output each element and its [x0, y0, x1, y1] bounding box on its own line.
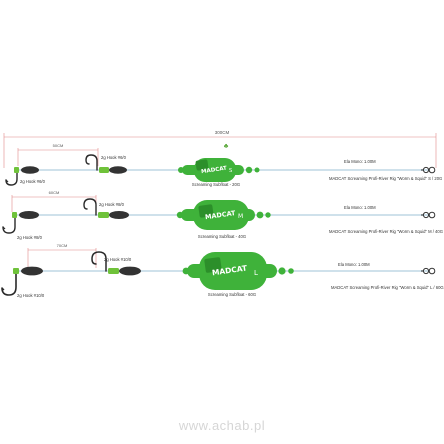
product-label: MADCAT Screaming Profi-River Rig "Worm &… — [331, 285, 444, 290]
hook-2-icon — [85, 154, 98, 171]
float-size-letter: M — [238, 213, 243, 220]
hook-1-label: 2g Hook #10/0 — [17, 293, 45, 298]
hook-gap-label: 70CM — [57, 243, 68, 248]
rig-l: 70CM 2g Hook #10/0 2g Hook #10/0 MADCAT … — [1, 243, 444, 298]
hook-2-icon — [91, 251, 107, 272]
sinker-icon — [109, 211, 129, 219]
float-label: Screaming Subfloat - 40G — [198, 234, 246, 239]
hook-2-label: 2g Hook #10/0 — [104, 257, 132, 262]
subfloat-l: MADCAT L — [182, 252, 294, 290]
mono-label: Ela Mono: 1.00M — [344, 159, 376, 164]
float-size-letter: S — [229, 168, 232, 174]
hook-1-label: 2g Hook #8/0 — [17, 235, 43, 240]
hook-2-icon — [83, 198, 97, 216]
bead-icon — [99, 167, 109, 173]
swivel-icon — [422, 211, 430, 219]
subfloat-s: MADCAT S — [178, 158, 260, 182]
sinker-icon — [19, 211, 39, 219]
hook-1-icon — [5, 169, 18, 186]
overall-length-dimension: 300CM — [3, 130, 437, 168]
sinker-icon — [21, 266, 43, 276]
hook-1-label: 2g Hook #6/0 — [20, 179, 46, 184]
float-label: Screaming Subfloat - 20G — [192, 182, 240, 187]
bead-icon — [12, 212, 17, 218]
brand-logo: MADCAT — [201, 166, 228, 176]
swivel-icon — [422, 267, 430, 275]
hook-2-label: 2g Hook #6/0 — [101, 155, 127, 160]
clover-icon: ♣ — [224, 143, 229, 150]
hook-2-label: 2g Hook #8/0 — [99, 202, 125, 207]
hook-1-icon — [1, 270, 17, 296]
watermark: www.achab.pl — [178, 418, 266, 433]
bead-icon — [13, 268, 19, 274]
hook-gap-label: 60CM — [49, 190, 60, 195]
swivel-icon — [422, 166, 430, 174]
mono-label: Ela Mono: 1.00M — [338, 262, 370, 267]
sinker-icon — [119, 266, 141, 276]
bead-icon — [98, 212, 109, 218]
sinker-icon — [21, 166, 39, 174]
bead-icon — [14, 167, 19, 173]
rig-m: 60CM 2g Hook #8/0 2g Hook #8/0 MADCAT M … — [2, 190, 443, 240]
float-label: Screaming Subfloat - 60G — [208, 292, 256, 297]
hook-gap-label: 50CM — [53, 143, 64, 148]
sinker-icon — [109, 166, 127, 174]
mono-label: Ela Mono: 1.00M — [344, 205, 376, 210]
product-label: MADCAT Screaming Profi-River Rig "Worm &… — [329, 229, 443, 234]
subfloat-m: MADCAT M — [176, 200, 271, 230]
overall-length-label: 300CM — [215, 130, 230, 135]
rig-s: 50CM 2g Hook #6/0 2g Hook #6/0 MADCAT S … — [5, 143, 442, 187]
float-size-letter: L — [254, 269, 258, 277]
hook-1-icon — [2, 214, 16, 234]
product-label: MADCAT Screaming Profi-River Rig "Worm &… — [329, 176, 442, 181]
bead-icon — [108, 268, 119, 274]
